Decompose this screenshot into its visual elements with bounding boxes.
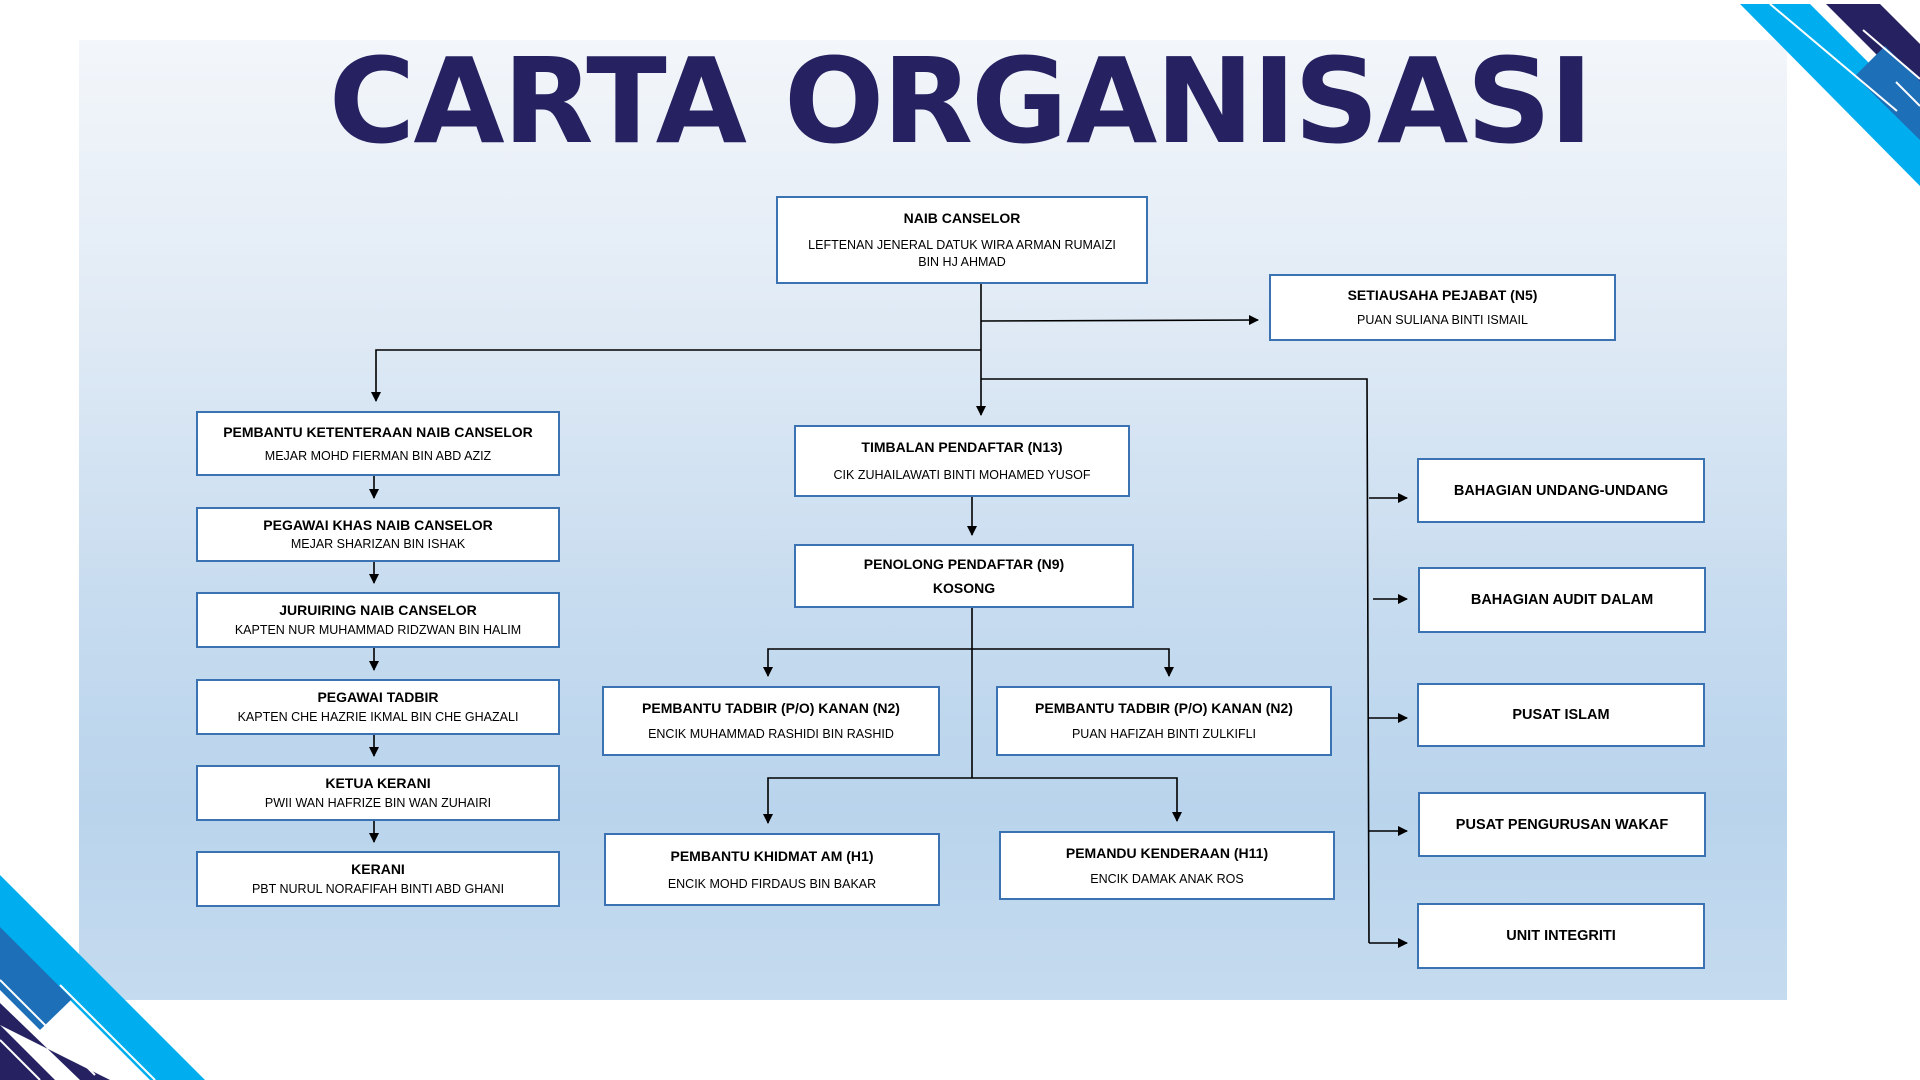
person-name: PWII WAN HAFRIZE BIN WAN ZUHAIRI xyxy=(264,795,492,810)
person-name: ENCIK MOHD FIRDAUS BIN BAKAR xyxy=(667,876,877,891)
role-label: PEGAWAI KHAS NAIB CANSELOR xyxy=(263,517,493,533)
box-center-staff-0: PEMBANTU TADBIR (P/O) KANAN (N2) ENCIK M… xyxy=(602,686,940,756)
role-label: NAIB CANSELOR xyxy=(903,210,1021,226)
box-left-chain-5: KERANI PBT NURUL NORAFIFAH BINTI ABD GHA… xyxy=(196,851,560,907)
person-name: ENCIK MUHAMMAD RASHIDI BIN RASHID xyxy=(648,727,894,742)
role-label: PENOLONG PENDAFTAR (N9) xyxy=(863,556,1065,572)
role-label: PEMBANTU KHIDMAT AM (H1) xyxy=(670,847,874,864)
corner-decoration-top-right xyxy=(1740,3,1920,186)
role-label: PEMBANTU TADBIR (P/O) KANAN (N2) xyxy=(642,699,900,716)
unit-label: UNIT INTEGRITI xyxy=(1506,928,1616,944)
person-name: PUAN SULIANA BINTI ISMAIL xyxy=(1357,313,1528,327)
person-name: CIK ZUHAILAWATI BINTI MOHAMED YUSOF xyxy=(833,467,1091,482)
box-center-staff-2: PEMBANTU KHIDMAT AM (H1) ENCIK MOHD FIRD… xyxy=(604,833,940,906)
box-timbalan-pendaftar: TIMBALAN PENDAFTAR (N13) CIK ZUHAILAWATI… xyxy=(794,425,1130,497)
box-unit-2: PUSAT ISLAM xyxy=(1417,683,1705,747)
role-label: SETIAUSAHA PEJABAT (N5) xyxy=(1347,287,1538,303)
box-penolong-pendaftar: PENOLONG PENDAFTAR (N9) KOSONG xyxy=(794,544,1134,608)
corner-decoration-bottom-left xyxy=(0,875,205,1080)
box-unit-4: UNIT INTEGRITI xyxy=(1417,903,1705,969)
role-label: PEMBANTU TADBIR (P/O) KANAN (N2) xyxy=(1035,699,1293,716)
box-left-chain-3: PEGAWAI TADBIR KAPTEN CHE HAZRIE IKMAL B… xyxy=(196,679,560,735)
box-center-staff-1: PEMBANTU TADBIR (P/O) KANAN (N2) PUAN HA… xyxy=(996,686,1332,756)
box-left-chain-4: KETUA KERANI PWII WAN HAFRIZE BIN WAN ZU… xyxy=(196,765,560,821)
role-label: PEMBANTU KETENTERAAN NAIB CANSELOR xyxy=(223,423,533,440)
role-label: TIMBALAN PENDAFTAR (N13) xyxy=(861,439,1063,456)
person-name: ENCIK DAMAK ANAK ROS xyxy=(1090,871,1244,886)
unit-label: BAHAGIAN AUDIT DALAM xyxy=(1470,592,1654,608)
person-name: KAPTEN NUR MUHAMMAD RIDZWAN BIN HALIM xyxy=(234,622,522,637)
person-name: LEFTENAN JENERAL DATUK WIRA ARMAN RUMAIZ… xyxy=(808,238,1116,269)
box-left-chain-0: PEMBANTU KETENTERAAN NAIB CANSELOR MEJAR… xyxy=(196,411,560,476)
person-name: PUAN HAFIZAH BINTI ZULKIFLI xyxy=(1071,727,1257,742)
vacancy-status: KOSONG xyxy=(932,580,996,596)
box-center-staff-3: PEMANDU KENDERAAN (H11) ENCIK DAMAK ANAK… xyxy=(999,831,1335,900)
role-label: PEMANDU KENDERAAN (H11) xyxy=(1065,844,1269,861)
page-title: CARTA ORGANISASI xyxy=(328,32,1593,170)
person-name: MEJAR MOHD FIERMAN BIN ABD AZIZ xyxy=(264,448,492,463)
role-label: KERANI xyxy=(351,861,405,878)
box-unit-0: BAHAGIAN UNDANG-UNDANG xyxy=(1417,458,1705,523)
role-label: KETUA KERANI xyxy=(325,775,431,792)
person-name: KAPTEN CHE HAZRIE IKMAL BIN CHE GHAZALI xyxy=(237,709,519,724)
unit-label: PUSAT ISLAM xyxy=(1512,707,1610,723)
box-unit-1: BAHAGIAN AUDIT DALAM xyxy=(1418,567,1706,633)
box-naib-canselor: NAIB CANSELOR LEFTENAN JENERAL DATUK WIR… xyxy=(776,196,1148,284)
box-unit-3: PUSAT PENGURUSAN WAKAF xyxy=(1418,792,1706,857)
unit-label: BAHAGIAN UNDANG-UNDANG xyxy=(1453,482,1669,499)
box-left-chain-2: JURUIRING NAIB CANSELOR KAPTEN NUR MUHAM… xyxy=(196,592,560,648)
unit-label: PUSAT PENGURUSAN WAKAF xyxy=(1455,816,1669,833)
role-label: JURUIRING NAIB CANSELOR xyxy=(279,602,477,619)
person-name: PBT NURUL NORAFIFAH BINTI ABD GHANI xyxy=(251,881,505,896)
box-setiausaha-pejabat: SETIAUSAHA PEJABAT (N5) PUAN SULIANA BIN… xyxy=(1269,274,1616,341)
box-left-chain-1: PEGAWAI KHAS NAIB CANSELOR MEJAR SHARIZA… xyxy=(196,507,560,562)
person-name: MEJAR SHARIZAN BIN ISHAK xyxy=(290,537,466,551)
role-label: PEGAWAI TADBIR xyxy=(317,689,439,706)
